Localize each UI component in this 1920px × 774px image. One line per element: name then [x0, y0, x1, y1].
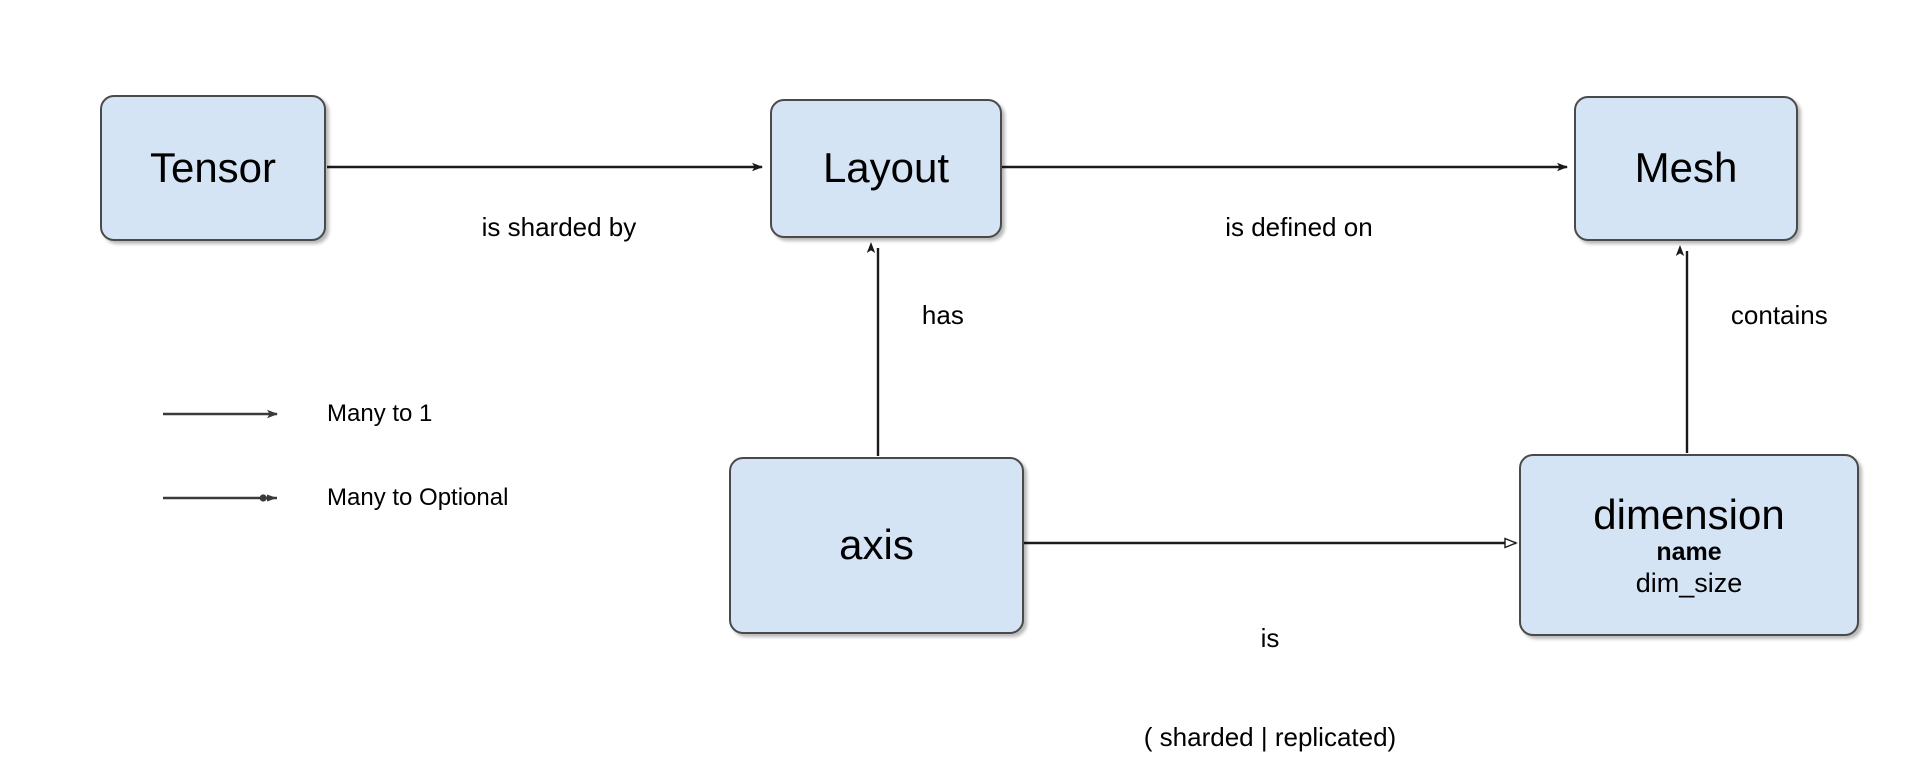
node-layout[interactable]: Layout — [770, 99, 1002, 238]
edge-label-is-sharded-by: is sharded by — [327, 178, 762, 278]
legend-item-many-to-optional: Many to Optional — [327, 484, 508, 512]
node-tensor[interactable]: Tensor — [100, 95, 326, 241]
edge-label-line-2: ( sharded | replicated) — [1143, 722, 1397, 753]
edge-label-has-text: has — [921, 300, 964, 331]
node-tensor-label: Tensor — [149, 143, 277, 191]
node-dimension[interactable]: dimension name dim_size — [1519, 454, 1859, 636]
edge-label-is-defined-on-text: is defined on — [1225, 212, 1373, 243]
edge-label-line-1: is — [1260, 622, 1280, 653]
node-mesh[interactable]: Mesh — [1574, 96, 1798, 241]
edge-label-is-defined-on: is defined on — [1002, 178, 1567, 278]
edge-label-has: has — [893, 266, 964, 366]
node-axis-label: axis — [839, 521, 914, 569]
node-axis[interactable]: axis — [729, 457, 1024, 634]
node-layout-label: Layout — [822, 144, 950, 192]
legend-item-many-to-one: Many to 1 — [327, 400, 432, 428]
edge-label-contains-text: contains — [1730, 300, 1828, 331]
node-dimension-label: dimension — [1593, 490, 1785, 538]
legend-item-many-to-one-label: Many to 1 — [327, 400, 433, 427]
edge-label-is-sharded-replicated-along: is ( sharded | replicated) along — [1024, 555, 1516, 774]
edge-label-contains: contains — [1702, 266, 1828, 366]
legend-item-many-to-optional-label: Many to Optional — [327, 484, 509, 511]
node-mesh-label: Mesh — [1634, 144, 1738, 192]
node-dimension-attr-name: name — [1656, 538, 1722, 567]
edge-label-is-sharded-by-text: is sharded by — [481, 212, 637, 243]
node-dimension-attr-dim-size: dim_size — [1635, 567, 1743, 598]
